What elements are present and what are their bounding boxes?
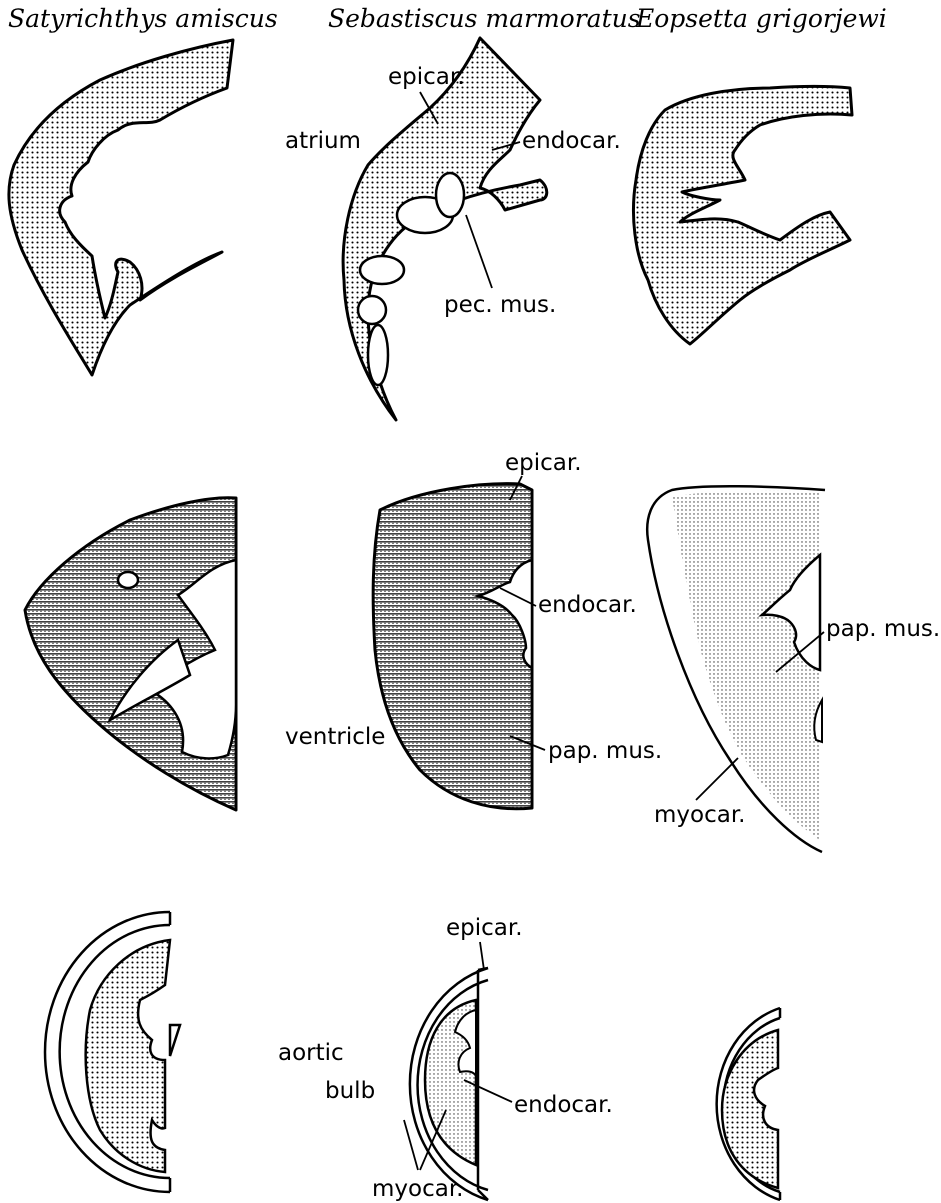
species-eopsetta: Eopsetta grigorjewi (635, 4, 887, 33)
atrium-pecmus-label: pec. mus. (444, 292, 556, 318)
aortic-label: aortic (278, 1040, 344, 1066)
bulb-myocar-label: myocar. (372, 1176, 463, 1202)
bulb-endocar-label: endocar. (514, 1092, 613, 1118)
bulb-section-satyrichthys (45, 912, 180, 1192)
ventricle-myocar-right-label: myocar. (654, 802, 745, 828)
ventricle-section-sebastiscus (373, 484, 532, 809)
bulb-label: bulb (325, 1078, 375, 1104)
atrium-section-eopsetta (633, 87, 852, 345)
atrium-epicar-label: epicar. (388, 64, 465, 90)
atrium-label: atrium (285, 128, 361, 154)
ventricle-papmus-label: pap. mus. (548, 738, 662, 764)
ventricle-myocar-right-pointer (696, 758, 738, 800)
ventricle-section-eopsetta (672, 491, 820, 840)
bulb-epicar-pointer (480, 942, 484, 970)
ventricle-epicar-label: epicar. (505, 450, 582, 476)
atrium-pecmus-pointer (466, 215, 492, 288)
bulb-epicar-label: epicar. (446, 915, 523, 941)
ventricle-endocar-label: endocar. (538, 592, 637, 618)
ventricle-label: ventricle (285, 724, 385, 750)
atrium-section-satyrichthys (9, 40, 233, 375)
species-sebastiscus: Sebastiscus marmoratus (328, 4, 641, 33)
ventricle-papmus-right-label: pap. mus. (826, 616, 940, 642)
atrium-endocar-label: endocar. (522, 128, 621, 154)
bulb-section-eopsetta (717, 1008, 780, 1200)
species-satyrichthys: Satyrichthys amiscus (8, 4, 278, 33)
